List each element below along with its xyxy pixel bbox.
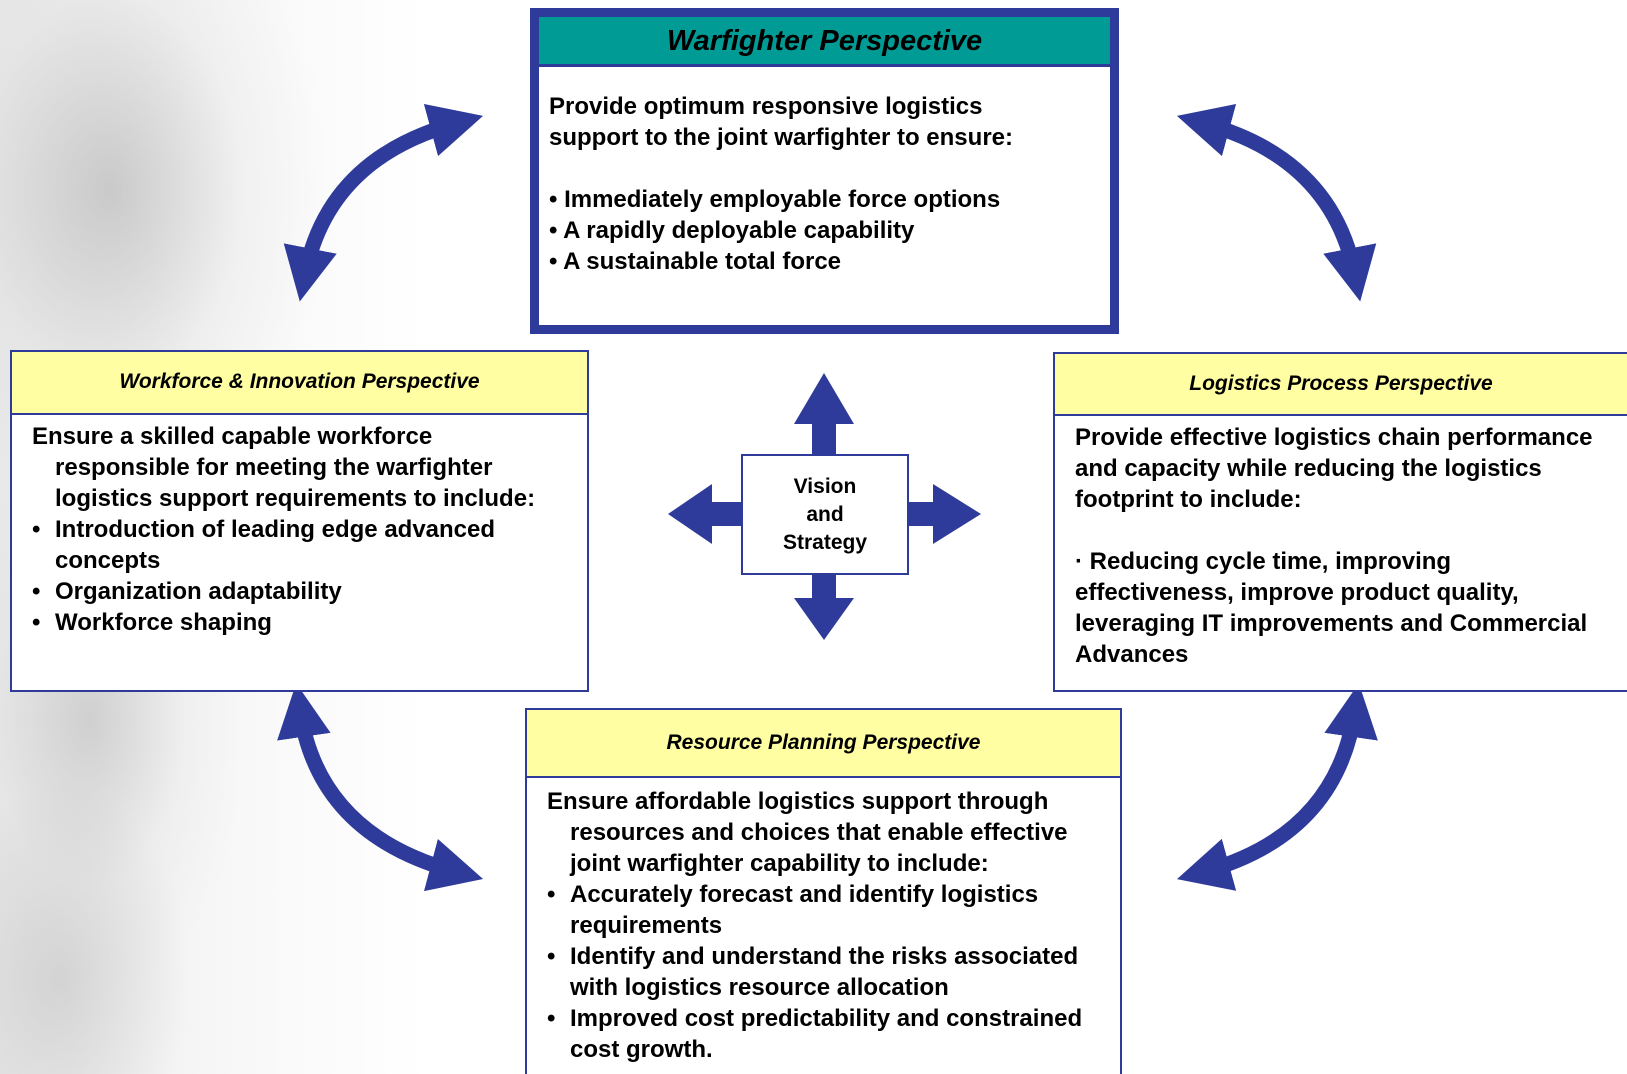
warfighter-bullet: • A sustainable total force: [549, 248, 842, 275]
four-way-arrow: [668, 373, 981, 640]
vision-line-1: Vision: [793, 474, 857, 498]
workforce-innovation-perspective-box: Workforce & Innovation Perspective Ensur…: [10, 350, 589, 692]
warfighter-perspective-box: Warfighter Perspective Provide optimum r…: [530, 8, 1119, 334]
warfighter-bullet: • Immediately employable force options: [549, 186, 1001, 213]
logistics-body: Provide effective logistics chain perfor…: [1055, 416, 1627, 670]
workforce-bullet: Introduction of leading edge advanced co…: [32, 514, 557, 576]
curved-double-arrow-bottom-left: [277, 683, 484, 892]
workforce-bullet: Workforce shaping: [32, 607, 557, 638]
warfighter-title: Warfighter Perspective: [539, 17, 1110, 67]
logistics-item: · Reducing cycle time, improving effecti…: [1075, 548, 1588, 668]
logistics-process-perspective-box: Logistics Process Perspective Provide ef…: [1053, 352, 1627, 692]
resource-planning-perspective-box: Resource Planning Perspective Ensure aff…: [525, 708, 1122, 1074]
resource-bullet-list: Accurately forecast and identify logisti…: [547, 879, 1096, 1065]
resource-bullet: Identify and understand the risks associ…: [547, 941, 1096, 1003]
resource-title: Resource Planning Perspective: [527, 710, 1120, 778]
vision-line-3: Strategy: [782, 530, 868, 554]
resource-bullet: Accurately forecast and identify logisti…: [547, 879, 1096, 941]
workforce-title: Workforce & Innovation Perspective: [12, 352, 587, 415]
resource-intro: Ensure affordable logistics support thro…: [547, 788, 1068, 877]
warfighter-bullet: • A rapidly deployable capability: [549, 217, 915, 244]
warfighter-intro: Provide optimum responsive logistics sup…: [549, 93, 1013, 151]
workforce-body: Ensure a skilled capable workforce respo…: [12, 415, 587, 638]
curved-double-arrow-top-right: [1176, 104, 1377, 302]
workforce-intro: Ensure a skilled capable workforce respo…: [32, 423, 536, 512]
curved-double-arrow-top-left: [283, 104, 484, 302]
vision-line-2: and: [806, 502, 844, 526]
workforce-bullet: Organization adaptability: [32, 576, 557, 607]
warfighter-body: Provide optimum responsive logistics sup…: [539, 67, 1110, 277]
logistics-intro: Provide effective logistics chain perfor…: [1075, 424, 1593, 513]
logistics-title: Logistics Process Perspective: [1055, 354, 1627, 416]
resource-bullet: Improved cost predictability and constra…: [547, 1003, 1096, 1065]
resource-body: Ensure affordable logistics support thro…: [527, 778, 1120, 1065]
curved-double-arrow-bottom-right: [1176, 683, 1378, 891]
workforce-bullet-list: Introduction of leading edge advanced co…: [32, 514, 557, 638]
vision-and-strategy-box: Vision and Strategy: [741, 454, 909, 575]
